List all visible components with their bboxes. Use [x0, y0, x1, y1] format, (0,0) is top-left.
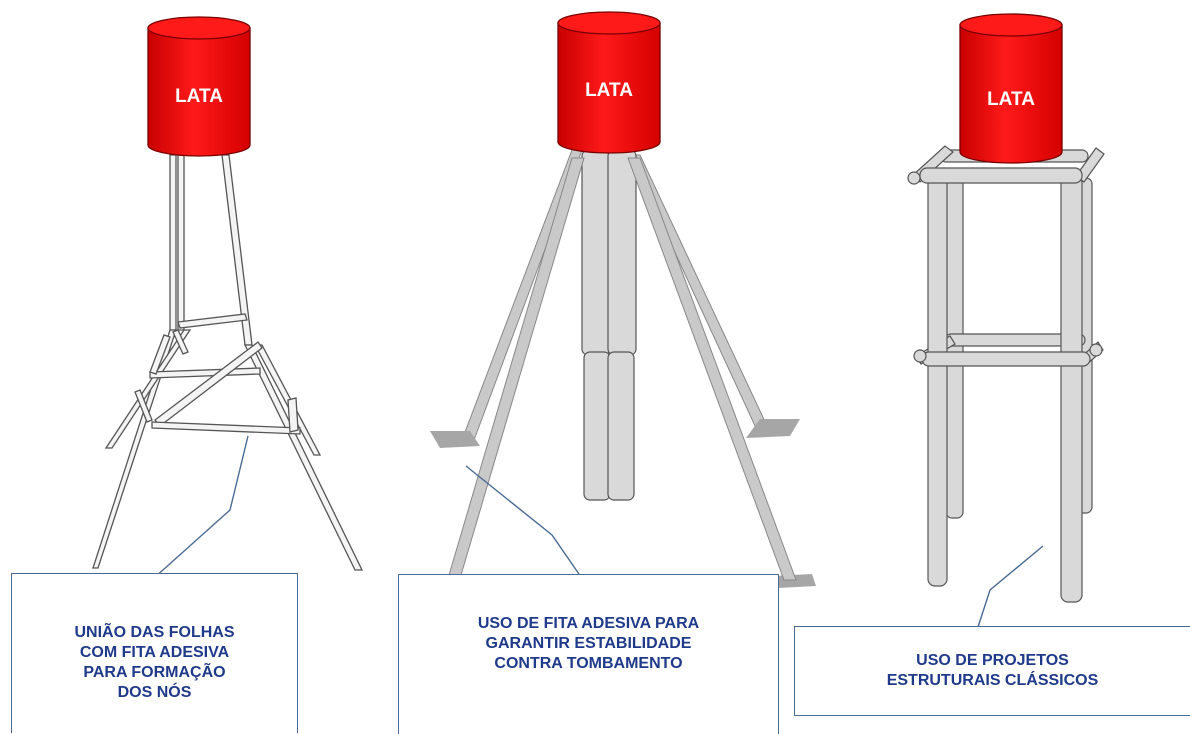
can-top	[147, 16, 251, 40]
can-1: LATA	[147, 16, 251, 157]
foot-pad	[430, 431, 480, 448]
tower-2	[410, 149, 816, 604]
leader-line-2	[465, 465, 591, 591]
bar-end	[913, 349, 927, 363]
bar-end	[1089, 343, 1103, 357]
can-2: LATA	[557, 11, 661, 154]
column	[1060, 175, 1083, 603]
callout-tape-joints: UNIÃO DAS FOLHAS COM FITA ADESIVA PARA F…	[11, 573, 298, 733]
brace	[177, 313, 248, 329]
callout-1-text: UNIÃO DAS FOLHAS COM FITA ADESIVA PARA F…	[74, 623, 235, 701]
can-body	[147, 27, 251, 157]
tower-3	[911, 145, 1105, 603]
leader-lines	[153, 435, 1044, 628]
tube	[607, 351, 635, 501]
can-body	[557, 22, 661, 154]
central-tubes	[581, 149, 637, 501]
can-2-label: LATA	[585, 80, 633, 101]
callout-stability: USO DE FITA ADESIVA PARA GARANTIR ESTABI…	[398, 574, 779, 734]
tube	[607, 149, 637, 356]
can-3: LATA	[959, 13, 1063, 164]
can-body	[959, 24, 1063, 164]
callout-2-text: USO DE FITA ADESIVA PARA GARANTIR ESTABI…	[477, 614, 700, 672]
foot-pad	[746, 419, 800, 438]
bar-end	[907, 171, 921, 185]
leader-line-1	[153, 435, 249, 579]
strip	[243, 344, 364, 571]
tower-1	[92, 154, 364, 571]
frame-bar	[921, 351, 1091, 367]
can-top	[959, 13, 1063, 37]
brace	[134, 389, 153, 423]
can-1-label: LATA	[175, 86, 223, 107]
column	[927, 175, 948, 587]
brace	[149, 367, 261, 379]
can-top	[557, 11, 661, 35]
guy-leg	[443, 157, 585, 593]
brace	[287, 397, 299, 433]
leader-line-3	[977, 545, 1044, 628]
guy-leg	[627, 157, 797, 581]
brace	[149, 334, 171, 375]
brace	[151, 421, 301, 435]
tube	[581, 149, 611, 356]
strip	[104, 329, 192, 449]
strip	[177, 154, 185, 331]
tower-3-front-frames	[907, 167, 1103, 367]
strip	[92, 329, 177, 569]
can-3-label: LATA	[987, 89, 1035, 110]
frame-bar	[919, 167, 1083, 184]
tower-1-legs	[92, 154, 364, 571]
strip	[169, 154, 177, 331]
callout-3-text: USO DE PROJETOS ESTRUTURAIS CLÁSSICOS	[886, 652, 1099, 689]
callout-classic-structures: USO DE PROJETOS ESTRUTURAIS CLÁSSICOS	[794, 626, 1190, 716]
brace	[172, 329, 189, 355]
tube	[583, 351, 611, 501]
